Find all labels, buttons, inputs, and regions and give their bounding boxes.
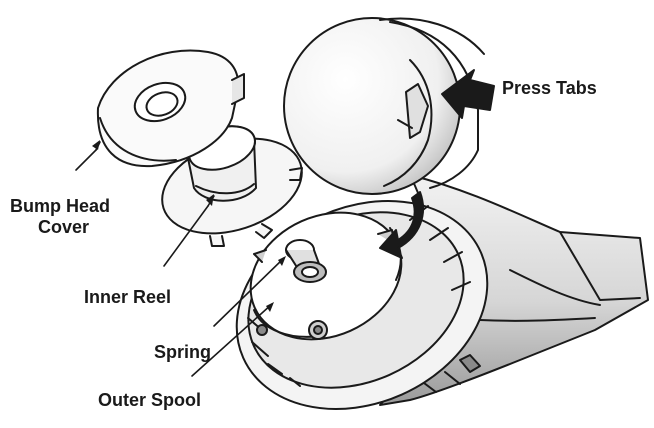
inner-reel-label: Inner Reel — [84, 287, 171, 308]
spring-label: Spring — [154, 342, 211, 363]
outer-spool-text: Outer Spool — [98, 390, 201, 411]
inner-reel-text: Inner Reel — [84, 287, 171, 308]
bump-head-cover-label: Bump Head Cover — [10, 196, 110, 238]
spring-text: Spring — [154, 342, 211, 363]
press-tabs-label: Press Tabs — [502, 78, 597, 99]
press-tabs-text: Press Tabs — [502, 78, 597, 99]
bump-head-cover-text-line2: Cover — [10, 217, 110, 238]
outer-spool-label: Outer Spool — [98, 390, 201, 411]
bump-head-cover-text-line1: Bump Head — [10, 196, 110, 217]
